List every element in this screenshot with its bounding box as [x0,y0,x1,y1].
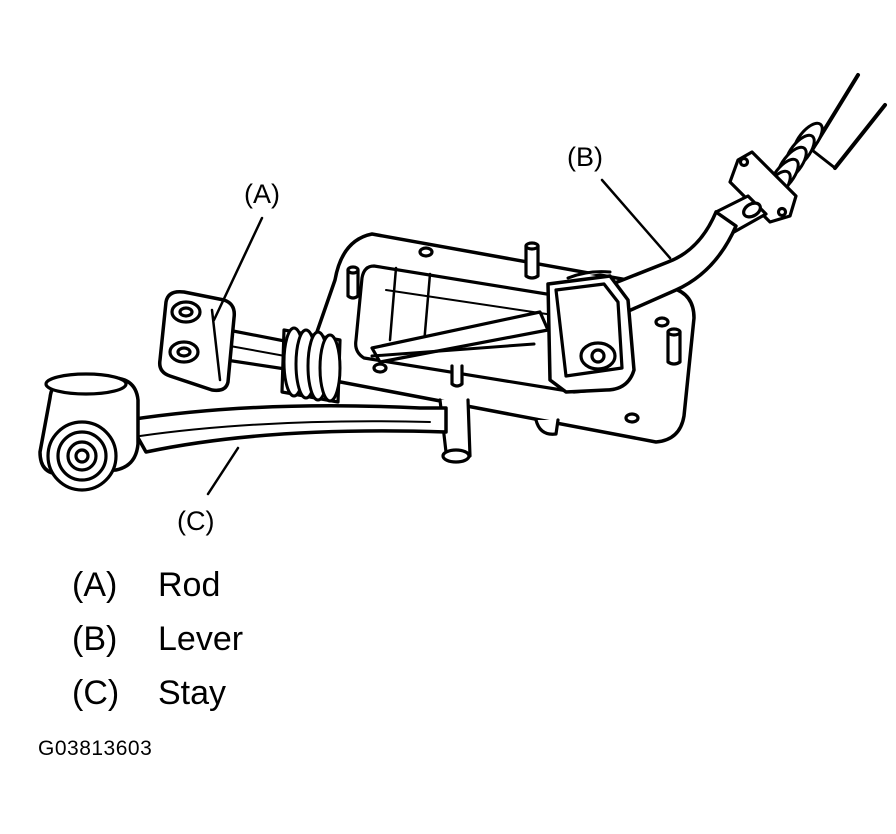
legend-key: (A) [72,566,118,604]
legend-label: Stay [158,674,227,712]
leader-lines [206,178,672,496]
legend-label: Rod [158,566,221,604]
legend-key: (C) [72,674,120,712]
legend-key: (B) [72,620,118,658]
figure-id: G03813603 [38,737,153,760]
lever [370,210,738,394]
shift-cable [714,73,887,234]
callout-c: (C) [177,506,214,536]
callout-a: (A) [244,179,280,209]
stay [38,372,448,492]
callout-b: (B) [567,142,603,172]
rod [157,289,342,404]
legend-label: Lever [158,620,244,658]
